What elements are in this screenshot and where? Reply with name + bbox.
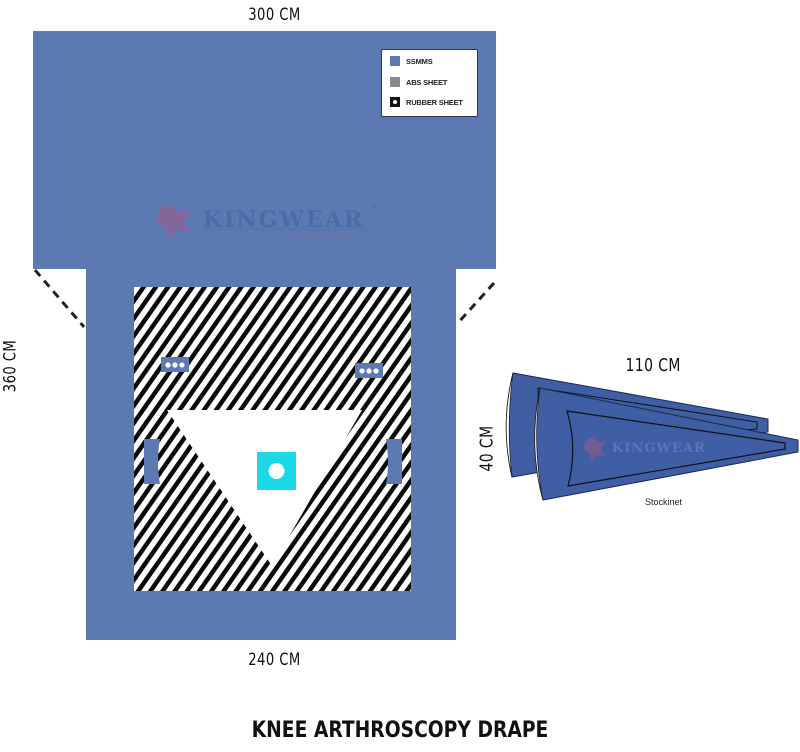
stockinet-drawing: KINGWEAR (505, 372, 799, 501)
rubber-sheet-swatch (390, 97, 400, 107)
dimension-stockinet-width: 40 CM (476, 425, 498, 472)
tube-holder-left (161, 357, 189, 372)
svg-text:KINGWEAR: KINGWEAR (612, 441, 706, 456)
side-tab-right (386, 439, 402, 484)
dimension-stockinet-length: 110 CM (625, 355, 681, 376)
dimension-height: 360 CM (0, 339, 21, 393)
fold-line-right (455, 281, 496, 326)
stockinet-label: Stockinet (645, 497, 683, 507)
legend-item-abs-sheet: ABS SHEET (390, 77, 447, 87)
watermark-logo (156, 204, 190, 240)
legend-item-ssmms: SSMMS (390, 56, 433, 66)
legend-label: SSMMS (406, 56, 433, 66)
fenestration-hole (268, 463, 285, 479)
tube-holder-right (355, 363, 383, 378)
legend-label: ABS SHEET (406, 77, 448, 87)
dimension-bottom-width: 240 CM (248, 650, 301, 670)
fold-line-left (33, 269, 86, 328)
ssmms-swatch (390, 56, 400, 66)
legend-label: RUBBER SHEET (406, 97, 463, 107)
abs-sheet-swatch (390, 77, 400, 87)
page-title: KNEE ARTHROSCOPY DRAPE (251, 718, 549, 743)
dimension-top-width: 300 CM (248, 5, 301, 25)
legend-item-rubber-sheet: RUBBER SHEET (390, 97, 463, 107)
side-tab-left (144, 439, 160, 484)
legend: SSMMS ABS SHEET RUBBER SHEET (381, 49, 478, 117)
svg-text:®: ® (372, 205, 378, 212)
